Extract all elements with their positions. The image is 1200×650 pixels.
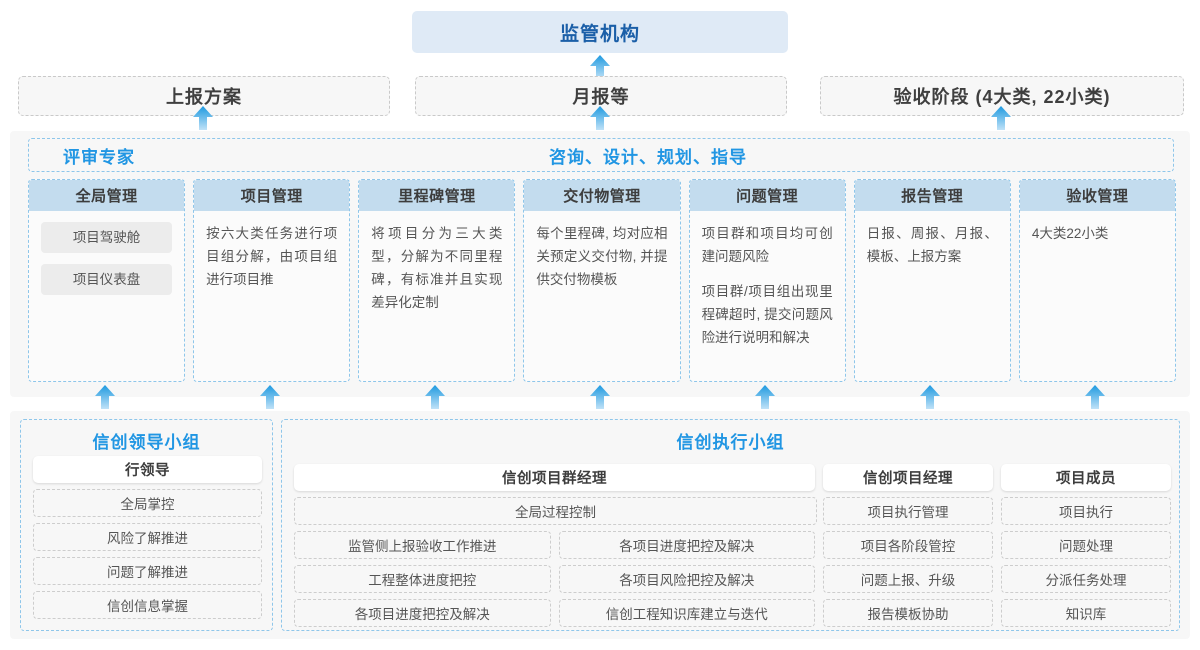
module-body: 每个里程碑, 均对应相关预定义交付物, 并提供交付物模板 xyxy=(524,211,679,381)
module-title: 问题管理 xyxy=(689,180,845,211)
module-title: 全局管理 xyxy=(29,180,185,211)
project-manager-item[interactable]: 报告模板协助 xyxy=(823,599,993,627)
module-body: 将项目分为三大类型，分解为不同里程碑，有标准并且实现差异化定制 xyxy=(359,211,514,381)
module-body: 按六大类任务进行项目组分解，由项目组进行项目推 xyxy=(194,211,349,381)
project-member-item[interactable]: 分派任务处理 xyxy=(1001,565,1171,593)
module-pill[interactable]: 项目仪表盘 xyxy=(41,264,173,295)
module-column-issue[interactable]: 问题管理 项目群和项目均可创建问题风险 项目群/项目组出现里程碑超时, 提交问题… xyxy=(688,179,846,382)
program-manager-item[interactable]: 工程整体进度把控 xyxy=(294,565,551,593)
deliverable-label-1: 月报等 xyxy=(572,87,630,107)
leadership-group: 信创领导小组 行领导 全局掌控 风险了解推进 问题了解推进 信创信息掌握 xyxy=(20,419,273,631)
module-column-acceptance[interactable]: 验收管理 4大类22小类 xyxy=(1018,179,1176,382)
project-manager-item[interactable]: 项目执行管理 xyxy=(823,497,993,525)
arrow-up-icon xyxy=(192,105,214,131)
module-pill[interactable]: 项目驾驶舱 xyxy=(41,222,173,253)
program-manager-item[interactable]: 各项目风险把控及解决 xyxy=(558,565,815,593)
module-body: 日报、周报、月报、模板、上报方案 xyxy=(855,211,1010,381)
deliverable-label-2: 验收阶段 (4大类, 22小类) xyxy=(893,87,1111,107)
project-member-item[interactable]: 知识库 xyxy=(1001,599,1171,627)
module-title: 里程碑管理 xyxy=(359,180,515,211)
regulator-label: 监管机构 xyxy=(559,23,640,45)
program-manager-block: 信创项目群经理 全局过程控制 监管侧上报验收工作推进 各项目进度把控及解决 工程… xyxy=(294,464,817,627)
role-label-consulting: 咨询、设计、规划、指导 xyxy=(549,148,747,167)
project-member-item[interactable]: 问题处理 xyxy=(1001,531,1171,559)
leadership-items: 行领导 全局掌控 风险了解推进 问题了解推进 信创信息掌握 xyxy=(33,456,262,619)
module-text: 每个里程碑, 均对应相关预定义交付物, 并提供交付物模板 xyxy=(536,226,668,287)
leadership-item[interactable]: 风险了解推进 xyxy=(33,523,262,551)
arrow-up-icon xyxy=(259,384,281,410)
regulator-box: 监管机构 xyxy=(412,11,788,53)
module-body: 项目群和项目均可创建问题风险 项目群/项目组出现里程碑超时, 提交问题风险进行说… xyxy=(690,211,845,381)
module-column-project[interactable]: 项目管理 按六大类任务进行项目组分解，由项目组进行项目推 xyxy=(193,179,351,382)
module-column-report[interactable]: 报告管理 日报、周报、月报、模板、上报方案 xyxy=(853,179,1011,382)
module-text: 项目群和项目均可创建问题风险 xyxy=(701,226,833,264)
deliverable-box-0: 上报方案 xyxy=(18,76,390,116)
module-text: 按六大类任务进行项目组分解，由项目组进行项目推 xyxy=(206,226,338,287)
arrow-up-icon xyxy=(990,105,1012,131)
execution-group: 信创执行小组 信创项目群经理 全局过程控制 监管侧上报验收工作推进 各项目进度把… xyxy=(281,419,1180,631)
program-manager-item[interactable]: 监管侧上报验收工作推进 xyxy=(294,531,551,559)
leadership-item[interactable]: 问题了解推进 xyxy=(33,557,262,585)
program-manager-row: 各项目进度把控及解决 信创工程知识库建立与迭代 xyxy=(294,599,815,627)
arrow-up-icon xyxy=(94,384,116,410)
project-manager-header[interactable]: 信创项目经理 xyxy=(823,464,993,491)
arrow-up-icon xyxy=(589,384,611,410)
module-column-global[interactable]: 全局管理 项目驾驶舱 项目仪表盘 xyxy=(28,179,186,382)
module-title: 报告管理 xyxy=(854,180,1010,211)
role-label-experts: 评审专家 xyxy=(63,148,135,167)
leadership-item[interactable]: 信创信息掌握 xyxy=(33,591,262,619)
leadership-group-title: 信创领导小组 xyxy=(92,433,201,452)
module-text: 将项目分为三大类型，分解为不同里程碑，有标准并且实现差异化定制 xyxy=(371,226,503,310)
program-manager-row: 工程整体进度把控 各项目风险把控及解决 xyxy=(294,565,815,593)
module-body: 项目驾驶舱 项目仪表盘 xyxy=(29,211,184,381)
arrow-up-icon xyxy=(754,384,776,410)
module-body: 4大类22小类 xyxy=(1020,211,1175,381)
project-member-item[interactable]: 项目执行 xyxy=(1001,497,1171,525)
org-band: 信创领导小组 行领导 全局掌控 风险了解推进 问题了解推进 信创信息掌握 信创执… xyxy=(10,411,1190,639)
program-manager-row: 监管侧上报验收工作推进 各项目进度把控及解决 xyxy=(294,531,815,559)
role-bar: 评审专家 咨询、设计、规划、指导 xyxy=(28,138,1174,172)
leadership-item[interactable]: 全局掌控 xyxy=(33,489,262,517)
module-text: 项目群/项目组出现里程碑超时, 提交问题风险进行说明和解决 xyxy=(701,284,833,345)
project-manager-item[interactable]: 项目各阶段管控 xyxy=(823,531,993,559)
program-manager-header[interactable]: 信创项目群经理 xyxy=(294,464,815,491)
program-manager-item[interactable]: 信创工程知识库建立与迭代 xyxy=(558,599,815,627)
execution-group-title: 信创执行小组 xyxy=(676,433,785,452)
arrow-up-icon xyxy=(1084,384,1106,410)
program-manager-item[interactable]: 全局过程控制 xyxy=(294,497,817,525)
module-column-deliverable[interactable]: 交付物管理 每个里程碑, 均对应相关预定义交付物, 并提供交付物模板 xyxy=(523,179,681,382)
project-member-header[interactable]: 项目成员 xyxy=(1001,464,1171,491)
project-manager-item[interactable]: 问题上报、升级 xyxy=(823,565,993,593)
module-title: 交付物管理 xyxy=(524,180,680,211)
project-member-block: 项目成员 项目执行 问题处理 分派任务处理 知识库 xyxy=(1001,464,1171,627)
arrow-up-icon xyxy=(424,384,446,410)
arrow-up-icon xyxy=(919,384,941,410)
leadership-header[interactable]: 行领导 xyxy=(33,456,262,483)
deliverable-label-0: 上报方案 xyxy=(166,87,242,107)
module-column-milestone[interactable]: 里程碑管理 将项目分为三大类型，分解为不同里程碑，有标准并且实现差异化定制 xyxy=(358,179,516,382)
program-manager-item[interactable]: 各项目进度把控及解决 xyxy=(558,531,815,559)
platform-band: 评审专家 咨询、设计、规划、指导 全局管理 项目驾驶舱 项目仪表盘 项目管理 按… xyxy=(10,131,1190,397)
module-title: 验收管理 xyxy=(1019,180,1175,211)
module-columns: 全局管理 项目驾驶舱 项目仪表盘 项目管理 按六大类任务进行项目组分解，由项目组… xyxy=(28,179,1176,382)
module-text: 4大类22小类 xyxy=(1031,226,1109,241)
program-manager-item[interactable]: 各项目进度把控及解决 xyxy=(294,599,551,627)
module-title: 项目管理 xyxy=(194,180,350,211)
project-manager-block: 信创项目经理 项目执行管理 项目各阶段管控 问题上报、升级 报告模板协助 xyxy=(823,464,993,627)
arrow-up-icon xyxy=(589,54,611,80)
arrow-up-icon xyxy=(589,105,611,131)
module-text: 日报、周报、月报、模板、上报方案 xyxy=(866,226,998,264)
